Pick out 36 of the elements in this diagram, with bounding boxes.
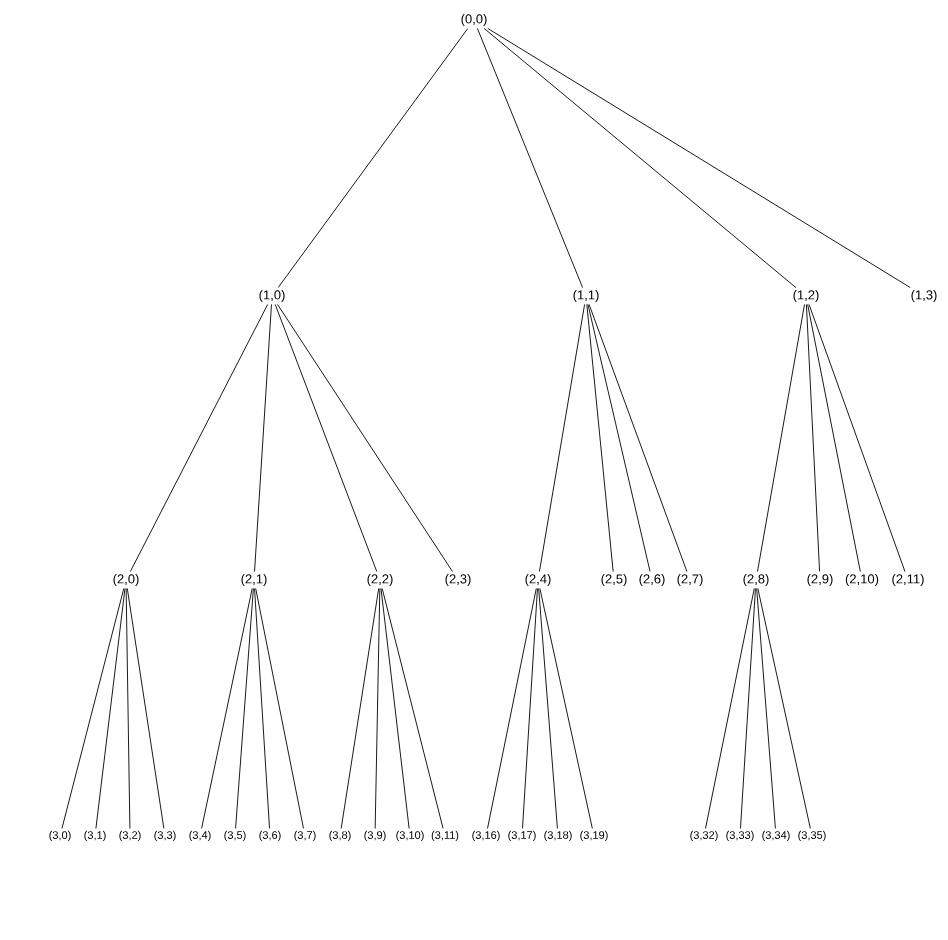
tree-edge [61,588,125,829]
tree-edge [255,588,304,829]
tree-edge [757,588,811,829]
tree-edge [129,304,269,572]
tree-edge [201,588,253,829]
tree-edge [380,588,410,829]
tree-edge [374,588,381,829]
tree-edge [277,28,469,288]
tree-edge [340,588,380,829]
tree-edge [254,304,272,572]
tree-edge [808,304,906,572]
tree-edge [587,304,651,572]
tree-edge [705,588,755,829]
tree-edge [477,28,584,288]
tree-edge [95,588,126,829]
tree-edge [483,28,797,288]
tree-edge [588,304,688,572]
tree-edge [757,304,805,572]
tree-edge [539,588,593,829]
tree-edge [538,304,586,572]
tree-edge [381,588,444,829]
tree-edge [277,304,453,572]
tree-edge [586,304,614,572]
tree-edge [805,304,821,572]
tree-edge [125,588,131,829]
tree-edge [538,588,558,829]
tree-edge [254,588,270,829]
tree-edge [126,588,165,829]
tree-edge [274,304,378,572]
tree-edge [487,588,537,829]
tree-edge [235,588,254,829]
tree-edge [756,588,776,829]
tree-edge [522,588,538,829]
tree-edge [740,588,756,829]
tree-edge [487,28,911,288]
tree-edge [807,304,861,572]
